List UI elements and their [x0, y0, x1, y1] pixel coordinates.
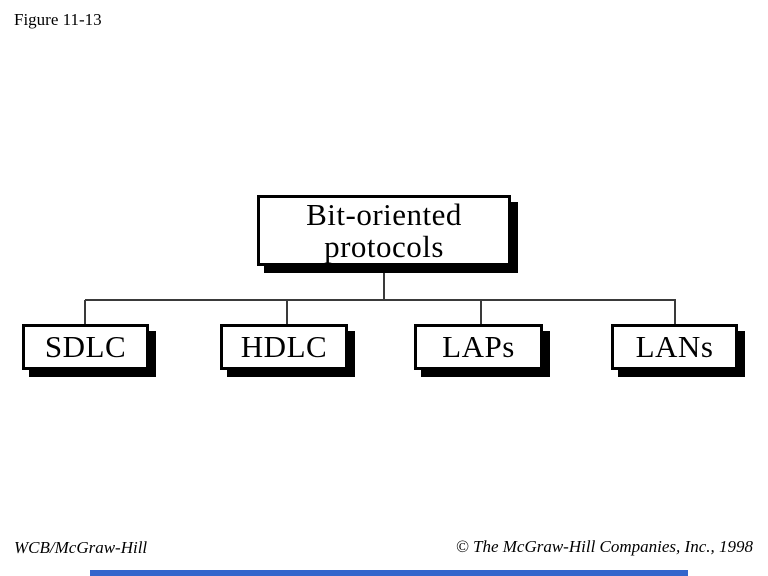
child-node-hdlc: HDLC — [220, 324, 348, 370]
connector-stub-sdlc — [84, 300, 86, 324]
connector-stub-laps — [480, 300, 482, 324]
child-node-lans: LANs — [611, 324, 738, 370]
footer-publisher: WCB/McGraw-Hill — [14, 538, 148, 557]
connector-root-stub — [383, 273, 385, 300]
root-node-bit-oriented-protocols: Bit-oriented protocols — [257, 195, 511, 266]
footer-copyright: © The McGraw-Hill Companies, Inc., 1998 — [455, 537, 753, 556]
connector-horizontal — [85, 299, 676, 301]
root-node-label-line2: protocols — [324, 228, 444, 264]
player-progress-bar[interactable] — [90, 570, 688, 576]
root-node-label-line1: Bit-oriented — [306, 196, 462, 232]
child-node-laps: LAPs — [414, 324, 543, 370]
connector-stub-hdlc — [286, 300, 288, 324]
figure-label: Figure 11-13 — [14, 10, 102, 29]
connector-stub-lans — [674, 300, 676, 324]
child-node-sdlc: SDLC — [22, 324, 149, 370]
